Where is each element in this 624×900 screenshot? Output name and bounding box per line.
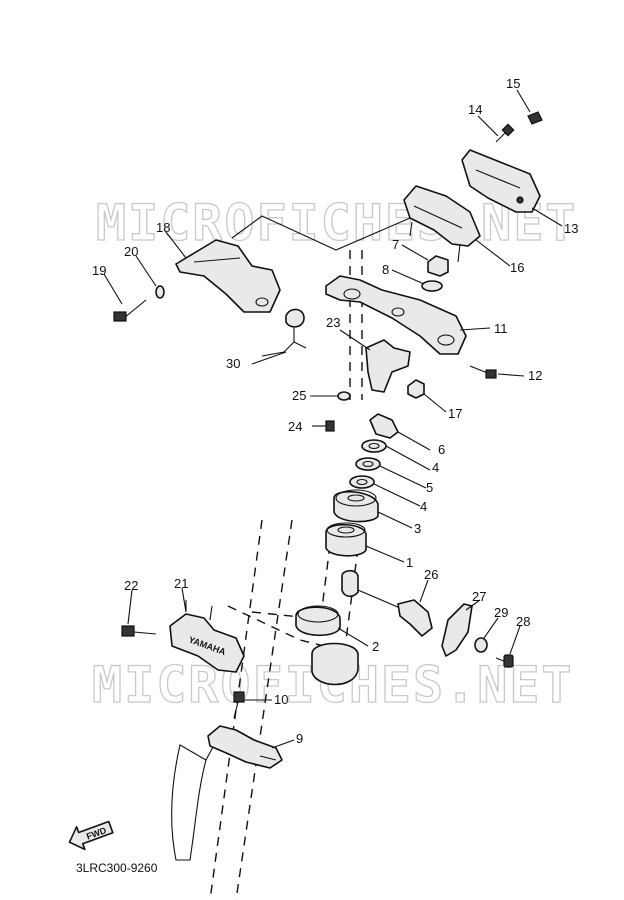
fork-legs: [171, 744, 215, 861]
part-20-washer: [155, 285, 165, 299]
part-19-bolt: [113, 299, 147, 322]
part-18-bracket: [175, 239, 281, 313]
callout-labels: 1 2 3 4 4 5 6 7 8 9 10 11 12 13 14 15 16…: [92, 76, 578, 746]
part-29-washer: [474, 637, 488, 653]
part-4-washer-lower: [349, 475, 375, 489]
part-11-upper-bracket: [325, 275, 467, 355]
callout-21: 21: [174, 576, 188, 591]
callout-25: 25: [292, 388, 306, 403]
part-28-bolt: [495, 654, 514, 668]
callout-15: 15: [506, 76, 520, 91]
part-25-washer: [337, 391, 351, 401]
part-27-bracket: [441, 603, 473, 657]
callout-4b: 4: [420, 499, 427, 514]
callout-30: 30: [226, 356, 240, 371]
part-30-clip: [261, 308, 307, 357]
part-13-handlebar-holder: [461, 149, 541, 213]
callout-7: 7: [392, 237, 399, 252]
watermark-top: MICROFICHES.NET: [96, 194, 578, 252]
part-14-bolt: [495, 123, 515, 143]
diagram-code: 3LRC300-9260: [76, 861, 158, 875]
callout-9: 9: [296, 731, 303, 746]
callout-8: 8: [382, 262, 389, 277]
callout-4a: 4: [432, 460, 439, 475]
part-3-bearing: [333, 489, 379, 523]
part-24-bolt: [312, 420, 335, 432]
part-15-cap: [527, 111, 543, 125]
part-7-nut: [427, 255, 449, 277]
callout-5: 5: [426, 480, 433, 495]
part-5-ring: [355, 457, 381, 471]
part-2-race: [295, 605, 341, 637]
part-21-lower-bracket: YAMAHA: [169, 600, 245, 673]
callout-29: 29: [494, 605, 508, 620]
part-1-bearing: [325, 522, 367, 557]
callout-22: 22: [124, 578, 138, 593]
callout-24: 24: [288, 419, 302, 434]
callout-3: 3: [414, 521, 421, 536]
callout-10: 10: [274, 692, 288, 707]
fwd-arrow: FWD: [68, 820, 114, 851]
part-8-washer: [421, 280, 443, 292]
part-12-bolt: [469, 365, 497, 379]
callout-11: 11: [494, 321, 508, 336]
part-17-nut: [407, 379, 425, 399]
steering-shaft-bottom: [311, 642, 359, 686]
callout-1: 1: [406, 555, 413, 570]
callout-28: 28: [516, 614, 530, 629]
leader-18-16: [231, 215, 411, 251]
part-23-stem: [365, 339, 411, 393]
callout-18: 18: [156, 220, 170, 235]
callout-19: 19: [92, 263, 106, 278]
callout-14: 14: [468, 102, 482, 117]
part-4-washer-upper: [361, 439, 387, 453]
callout-27: 27: [472, 589, 486, 604]
part-6-ring-nut: [369, 413, 399, 439]
callout-23: 23: [326, 315, 340, 330]
part-10-bolt: [233, 691, 245, 719]
callout-6: 6: [438, 442, 445, 457]
part-16-handlebar-holder: [403, 185, 481, 263]
callout-13: 13: [564, 221, 578, 236]
callout-20: 20: [124, 244, 138, 259]
fork-tubes: [209, 250, 363, 900]
part-26-sensor: [341, 569, 433, 637]
callout-12: 12: [528, 368, 542, 383]
callout-16: 16: [510, 260, 524, 275]
callout-26: 26: [424, 567, 438, 582]
callout-17: 17: [448, 406, 462, 421]
callout-2: 2: [372, 639, 379, 654]
part-9-lower-clamp: [207, 725, 283, 769]
leader-lines: [103, 89, 563, 749]
part-22-bolt: [121, 625, 157, 637]
